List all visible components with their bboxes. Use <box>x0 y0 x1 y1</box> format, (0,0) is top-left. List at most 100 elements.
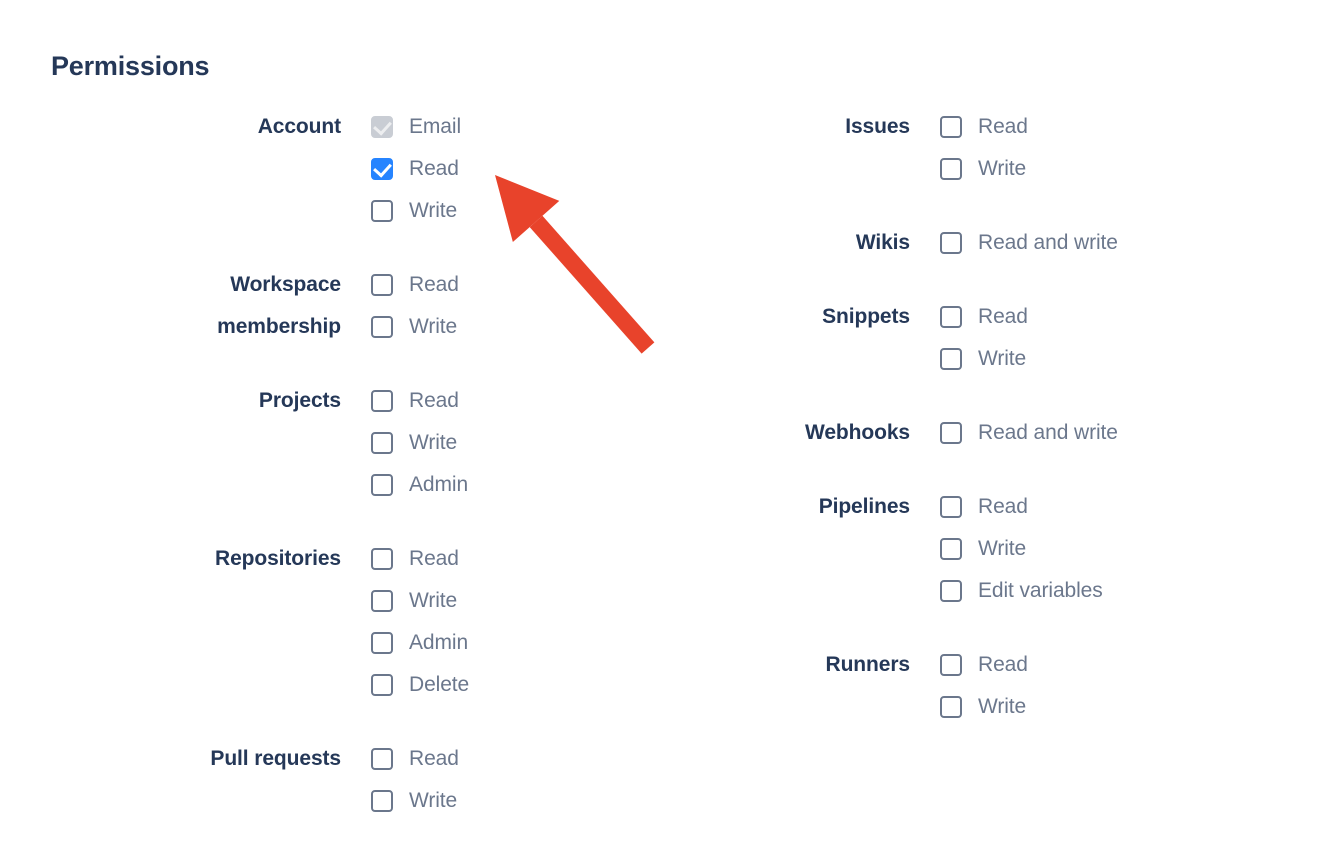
permission-group-label: Wikis <box>855 231 910 254</box>
checkbox-read[interactable] <box>940 116 962 138</box>
checkbox-write[interactable] <box>371 590 393 612</box>
permission-option-label: Write <box>978 157 1027 180</box>
permission-option-row[interactable]: Write <box>371 422 600 464</box>
permission-option-row[interactable]: Write <box>371 780 600 822</box>
permission-option-row[interactable]: Read <box>371 148 600 190</box>
checkbox-write[interactable] <box>940 696 962 718</box>
permission-option-label: Write <box>978 347 1027 370</box>
permission-option-row[interactable]: Write <box>940 148 1300 190</box>
permission-option-label: Read <box>978 305 1028 328</box>
checkbox-read-and-write[interactable] <box>940 422 962 444</box>
permission-option-label: Read <box>409 747 459 770</box>
permission-option-row[interactable]: Write <box>371 190 600 232</box>
checkbox-read[interactable] <box>940 496 962 518</box>
permission-option-row[interactable]: Write <box>940 686 1300 728</box>
permission-option-label: Read <box>978 495 1028 518</box>
permission-option-label: Admin <box>409 473 469 496</box>
permission-option-row[interactable]: Read <box>371 738 600 780</box>
checkbox-read[interactable] <box>371 390 393 412</box>
checkbox-read[interactable] <box>371 274 393 296</box>
checkbox-write[interactable] <box>371 200 393 222</box>
permission-option-label: Edit variables <box>978 579 1103 602</box>
page-title: Permissions <box>51 51 210 81</box>
permission-option-row[interactable]: Admin <box>371 622 600 664</box>
permission-option-row[interactable]: Read <box>371 380 600 422</box>
permission-option-label: Read <box>978 115 1028 138</box>
permission-option-row[interactable]: Read <box>371 538 600 580</box>
checkbox-write[interactable] <box>940 538 962 560</box>
checkmark-icon <box>373 158 392 178</box>
permission-option-row[interactable]: Write <box>940 338 1300 380</box>
permission-option-label: Write <box>978 537 1027 560</box>
permission-group-label: Runners <box>825 653 911 676</box>
checkbox-write[interactable] <box>940 158 962 180</box>
permission-option-row[interactable]: Read <box>940 296 1300 338</box>
checkbox-write[interactable] <box>371 790 393 812</box>
checkbox-write[interactable] <box>371 432 393 454</box>
permission-option-row[interactable]: Read <box>371 264 600 306</box>
permission-option-label: Read <box>978 653 1028 676</box>
permission-group-label: Issues <box>845 115 910 138</box>
permission-group-label: Account <box>257 115 341 138</box>
permission-option-label: Write <box>409 199 458 222</box>
permission-option-row[interactable]: Email <box>371 106 600 148</box>
permission-option-row[interactable]: Read <box>940 106 1300 148</box>
checkbox-read[interactable] <box>940 306 962 328</box>
permission-group-label: Webhooks <box>805 421 910 444</box>
checkmark-icon <box>373 116 392 136</box>
permission-group-label: Workspace membership <box>217 273 341 338</box>
permission-option-row[interactable]: Write <box>371 306 600 348</box>
permission-option-label: Admin <box>409 631 469 654</box>
permission-group-label: Pull requests <box>210 747 341 770</box>
permission-option-row[interactable]: Admin <box>371 464 600 506</box>
checkbox-delete[interactable] <box>371 674 393 696</box>
permission-option-row[interactable]: Edit variables <box>940 570 1300 612</box>
permission-option-label: Write <box>409 589 458 612</box>
checkbox-write[interactable] <box>371 316 393 338</box>
permission-option-label: Read <box>409 547 459 570</box>
permission-option-label: Read <box>409 389 459 412</box>
permission-option-row[interactable]: Read <box>940 486 1300 528</box>
permission-option-row[interactable]: Delete <box>371 664 600 706</box>
checkbox-read[interactable] <box>371 158 393 180</box>
permission-option-row[interactable]: Read and write <box>940 412 1300 454</box>
permission-option-row[interactable]: Read and write <box>940 222 1300 264</box>
permission-option-label: Write <box>978 695 1027 718</box>
permission-option-label: Delete <box>409 673 470 696</box>
checkbox-admin[interactable] <box>371 474 393 496</box>
permission-option-row[interactable]: Read <box>940 644 1300 686</box>
checkbox-admin[interactable] <box>371 632 393 654</box>
checkbox-write[interactable] <box>940 348 962 370</box>
checkbox-read-and-write[interactable] <box>940 232 962 254</box>
permission-option-list: Read and write <box>910 412 1300 454</box>
checkbox-read[interactable] <box>940 654 962 676</box>
permission-option-label: Read and write <box>978 231 1118 254</box>
permission-group-label: Pipelines <box>818 495 910 518</box>
checkbox-edit-variables[interactable] <box>940 580 962 602</box>
checkbox-email <box>371 116 393 138</box>
permission-group-label: Snippets <box>822 305 910 328</box>
permission-group: Wikis Read and write <box>620 222 1300 264</box>
checkbox-read[interactable] <box>371 548 393 570</box>
permission-option-row[interactable]: Write <box>371 580 600 622</box>
permission-option-row[interactable]: Write <box>940 528 1300 570</box>
checkbox-read[interactable] <box>371 748 393 770</box>
permission-option-label: Read <box>409 273 459 296</box>
